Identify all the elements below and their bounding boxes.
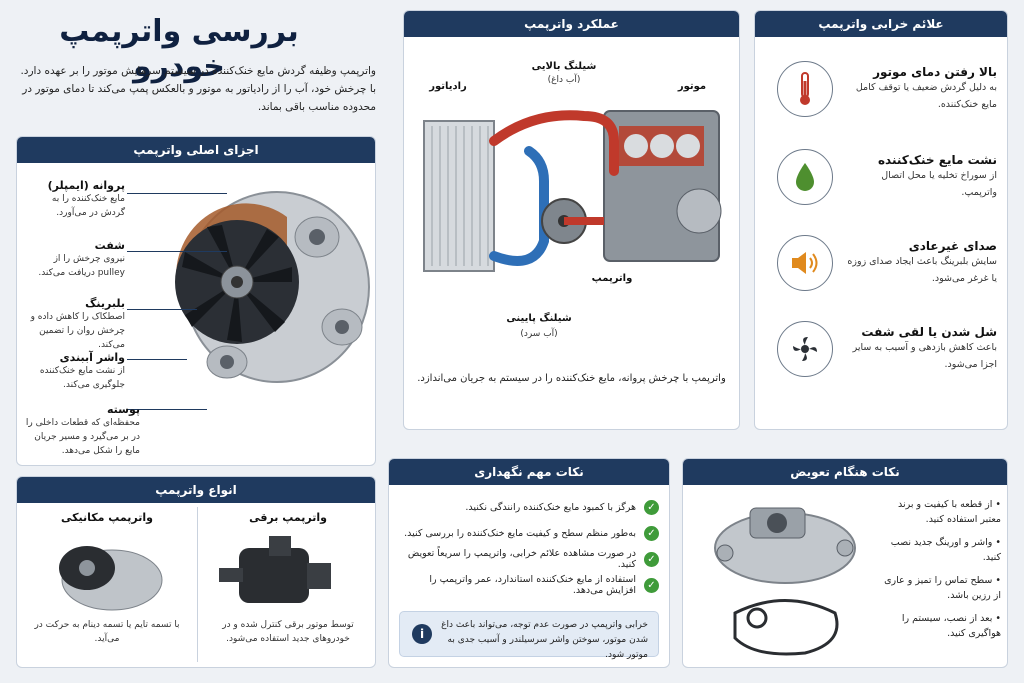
symptoms-header: علائم خرابی واترپمپ [755, 11, 1007, 37]
speaker-icon [777, 235, 833, 291]
electric-pump-image [219, 536, 331, 603]
tip-item: ✓ در صورت مشاهده علائم خرابی، واترپمپ را… [399, 548, 659, 570]
intro-text: واترپمپ وظیفه گردش مایع خنک‌کننده در سیس… [20, 65, 376, 113]
label-upper-hose: شیلنگ بالایی [531, 61, 597, 72]
water-pump-cutaway-image [175, 191, 370, 383]
label-upper-hose-sub: (آب داغ) [547, 75, 581, 85]
tip-text: در صورت مشاهده علائم خرابی، واترپمپ را س… [407, 548, 636, 570]
symptom-shaft-play: شل شدن یا لقی شفت باعث کاهش بازدهی و آسی… [847, 325, 997, 373]
replacement-list: • از قطعه با کیفیت و برند معتبر استفاده … [883, 497, 1001, 641]
warning-text: خرابی واترپمپ در صورت عدم توجه، می‌تواند… [441, 620, 648, 660]
check-icon: ✓ [644, 499, 659, 515]
part-title: پوسته [106, 403, 140, 416]
mechanical-pump-image [59, 546, 163, 611]
tip-item: ✓ به‌طور منظم سطح و کیفیت مایع خنک‌کننده… [399, 523, 659, 543]
cooling-system-diagram [423, 110, 722, 272]
part-shaft: شفت نیروی چرخش را از pulley دریافت می‌کن… [25, 239, 125, 280]
page-title: بررسی واترپمپ خودرو [59, 14, 299, 84]
leader-line [127, 193, 227, 194]
replacement-pump-image [714, 507, 856, 656]
part-bearing: بلبرینگ اصطکاک را کاهش داده و چرخش روان … [25, 297, 125, 352]
symptom-desc: به دلیل گردش ضعیف یا توقف کامل مایع خنک‌… [855, 82, 997, 110]
label-engine: موتور [677, 81, 707, 92]
label-pump: واترپمپ [591, 273, 633, 284]
types-header: انواع واترپمپ [17, 477, 375, 503]
parts-header: اجزای اصلی واترپمپ [17, 137, 375, 163]
type-electric: واترپمپ برقی توسط موتور برقی کنترل شده و… [199, 505, 375, 665]
symptom-title: بالا رفتن دمای موتور [873, 65, 997, 79]
symptom-title: نشت مایع خنک‌کننده [877, 153, 997, 167]
tip-item: ✓ هرگز با کمبود مایع خنک‌کننده رانندگی ن… [399, 497, 659, 517]
part-desc: مایع خنک‌کننده را به گردش در می‌آورد. [51, 194, 125, 218]
type-title: واترپمپ برقی [249, 511, 327, 524]
function-panel: عملکرد واترپمپ شیلنگ بالایی (آب داغ) راد… [403, 10, 740, 430]
part-desc: اصطکاک را کاهش داده و چرخش روان را تضمین… [30, 312, 125, 350]
replacement-text: از قطعه با کیفیت و برند معتبر استفاده کن… [898, 499, 1001, 525]
label-lower-hose: شیلنگ پایینی [506, 313, 572, 324]
type-title: واترپمپ مکانیکی [60, 511, 154, 524]
thermometer-icon [777, 61, 833, 117]
replacement-panel: نکات هنگام تعویض • از قطعه با کیفیت و بر… [682, 458, 1008, 668]
warning-note: i خرابی واترپمپ در صورت عدم توجه، می‌توا… [399, 611, 659, 660]
maintenance-panel: نکات مهم نگهداری ✓ هرگز با کمبود مایع خن… [388, 458, 670, 668]
tip-text: استفاده از مایع خنک‌کننده استاندارد، عمر… [429, 574, 636, 596]
symptom-title: صدای غیرعادی [908, 239, 997, 253]
impeller-icon [777, 321, 833, 377]
leader-line [127, 309, 197, 310]
maintenance-header: نکات مهم نگهداری [389, 459, 669, 485]
part-title: شفت [94, 239, 125, 252]
symptom-desc: باعث کاهش بازدهی و آسیب به سایر اجزا می‌… [852, 342, 997, 370]
check-icon: ✓ [644, 551, 659, 567]
leader-line [127, 359, 187, 360]
replacement-header: نکات هنگام تعویض [683, 459, 1007, 485]
drop-icon [777, 149, 833, 205]
part-seal: واشر آببندی از نشت مایع خنک‌کننده جلوگیر… [25, 351, 125, 392]
label-lower-hose-sub: (آب سرد) [520, 329, 558, 339]
tip-text: به‌طور منظم سطح و کیفیت مایع خنک‌کننده ر… [404, 527, 636, 539]
symptoms-panel: علائم خرابی واترپمپ بالا رفتن دمای موتور… [754, 10, 1008, 430]
replacement-text: واشر و اورینگ جدید نصب کنید. [890, 537, 1001, 563]
part-title: پروانه (ایمپلر) [47, 179, 125, 192]
replacement-item: • واشر و اورینگ جدید نصب کنید. [890, 537, 1001, 563]
tip-text: هرگز با کمبود مایع خنک‌کننده رانندگی نکن… [465, 501, 636, 513]
part-housing: پوسته محفظه‌ای که قطعات داخلی را در بر م… [25, 403, 140, 458]
symptom-leak: نشت مایع خنک‌کننده از سوراخ تخلیه یا محل… [847, 153, 997, 201]
leader-line [127, 409, 207, 410]
tip-item: ✓ استفاده از مایع خنک‌کننده استاندارد، ع… [399, 574, 659, 596]
symptom-title: شل شدن یا لقی شفت [861, 325, 997, 339]
function-header: عملکرد واترپمپ [404, 11, 739, 37]
check-icon: ✓ [644, 525, 659, 541]
part-desc: از نشت مایع خنک‌کننده جلوگیری می‌کند. [39, 366, 125, 390]
symptom-desc: سایش بلبرینگ باعث ایجاد صدای زوزه یا غرغ… [847, 256, 997, 284]
symptom-noise: صدای غیرعادی سایش بلبرینگ باعث ایجاد صدا… [847, 239, 997, 287]
part-desc: نیروی چرخش را از pulley دریافت می‌کند. [38, 254, 125, 278]
part-impeller: پروانه (ایمپلر) مایع خنک‌کننده را به گرد… [25, 179, 125, 220]
type-desc: توسط موتور برقی کنترل شده و در خودروهای … [222, 620, 354, 644]
replacement-text: سطح تماس را تمیز و عاری از رزین باشد. [884, 575, 1001, 601]
leader-line [127, 251, 227, 252]
type-desc: با تسمه تایم یا تسمه دینام به حرکت در می… [34, 620, 180, 644]
symptom-desc: از سوراخ تخلیه یا محل اتصال واترپمپ. [881, 170, 997, 198]
type-mechanical: واترپمپ مکانیکی با تسمه تایم یا تسمه دین… [17, 505, 197, 665]
replacement-item: • سطح تماس را تمیز و عاری از رزین باشد. [884, 575, 1001, 601]
replacement-item: • بعد از نصب، سیستم را هواگیری کنید. [901, 613, 1001, 639]
info-icon: i [412, 624, 432, 644]
label-radiator: رادیاتور [429, 81, 467, 92]
symptom-overheat: بالا رفتن دمای موتور به دلیل گردش ضعیف ی… [847, 65, 997, 113]
types-divider [197, 507, 198, 662]
part-title: واشر آببندی [59, 351, 125, 364]
replacement-text: بعد از نصب، سیستم را هواگیری کنید. [901, 613, 1001, 639]
part-title: بلبرینگ [85, 297, 125, 310]
function-caption: واترپمپ با چرخش پروانه، مایع خنک‌کننده ر… [417, 373, 726, 384]
check-icon: ✓ [644, 577, 659, 593]
part-desc: محفظه‌ای که قطعات داخلی را در بر می‌گیرد… [25, 418, 140, 456]
replacement-item: • از قطعه با کیفیت و برند معتبر استفاده … [898, 499, 1001, 525]
types-panel: انواع واترپمپ واترپمپ برقی توسط موتور بر… [16, 476, 376, 668]
parts-panel: اجزای اصلی واترپمپ پروانه (ایمپلر) مایع … [16, 136, 376, 466]
